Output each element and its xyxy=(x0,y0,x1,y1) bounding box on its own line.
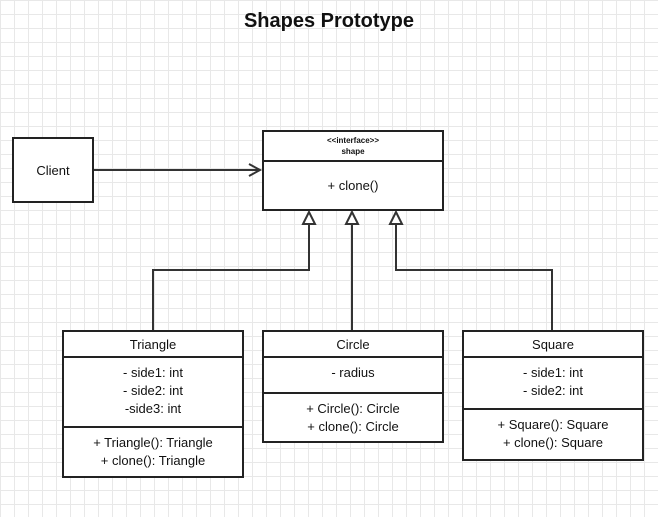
square-class-box[interactable]: Square - side1: int - side2: int + Squar… xyxy=(462,330,644,461)
triangle-class-box[interactable]: Triangle - side1: int - side2: int -side… xyxy=(62,330,244,478)
diagram-title: Shapes Prototype xyxy=(243,10,415,32)
attribute-item: - side2: int xyxy=(123,383,183,398)
attribute-item: -side3: int xyxy=(124,401,182,416)
triangle-methods: + Triangle(): Triangle + clone(): Triang… xyxy=(64,428,242,470)
triangle-attributes: - side1: int - side2: int -side3: int xyxy=(64,358,242,428)
square-inheritance-line xyxy=(395,224,553,331)
square-attributes: - side1: int - side2: int xyxy=(464,358,642,410)
square-methods: + Square(): Square + clone(): Square xyxy=(464,410,642,452)
circle-inheritance-arrowhead xyxy=(344,209,360,225)
method-item: + Circle(): Circle xyxy=(306,401,400,416)
triangle-inheritance-arrowhead xyxy=(301,209,317,225)
interface-stereotype: <<interface>> xyxy=(326,136,380,145)
method-item: + Triangle(): Triangle xyxy=(93,435,213,450)
client-label: Client xyxy=(36,162,70,178)
association-arrowhead xyxy=(248,163,263,177)
method-item: + Square(): Square xyxy=(497,417,609,432)
circle-attributes: - radius xyxy=(264,358,442,394)
triangle-class-name: Triangle xyxy=(64,332,242,358)
circle-class-box[interactable]: Circle - radius + Circle(): Circle + clo… xyxy=(262,330,444,443)
circle-class-name: Circle xyxy=(264,332,442,358)
interface-shape-box[interactable]: <<interface>> shape + clone() xyxy=(262,130,444,211)
attribute-item: - radius xyxy=(331,365,375,380)
interface-methods: + clone() xyxy=(264,162,442,195)
method-item: + clone(): Triangle xyxy=(100,453,206,468)
interface-name: shape xyxy=(341,147,365,156)
attribute-item: - side2: int xyxy=(523,383,583,398)
attribute-item: - side1: int xyxy=(523,365,583,380)
square-inheritance-arrowhead xyxy=(388,209,404,225)
circle-methods: + Circle(): Circle + clone(): Circle xyxy=(264,394,442,436)
method-item: + clone(): Square xyxy=(502,435,604,450)
method-item: + clone(): Circle xyxy=(307,419,399,434)
attribute-item: - side1: int xyxy=(123,365,183,380)
square-class-name: Square xyxy=(464,332,642,358)
client-box[interactable]: Client xyxy=(12,137,94,203)
interface-header: <<interface>> shape xyxy=(264,132,442,162)
method-item: + clone() xyxy=(327,178,379,193)
triangle-inheritance-line xyxy=(152,224,310,331)
